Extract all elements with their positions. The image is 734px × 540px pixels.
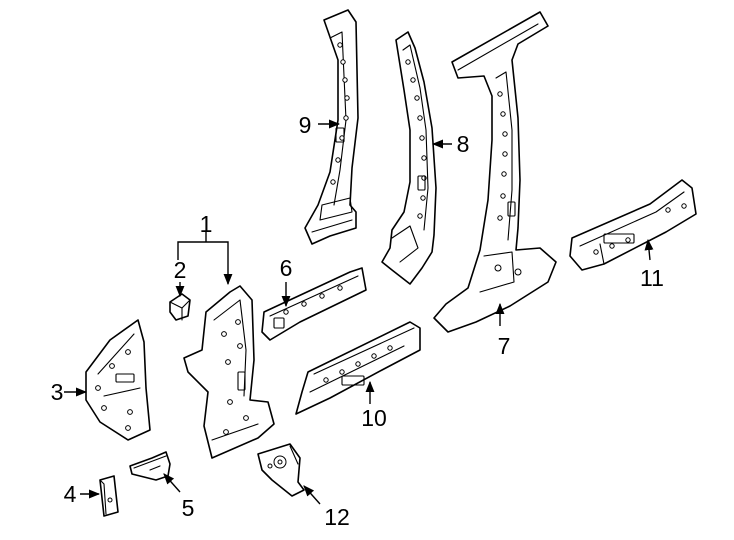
leader-11 xyxy=(644,238,654,261)
part-5 xyxy=(129,451,171,481)
callout-1: 1 xyxy=(200,211,213,237)
callout-12: 12 xyxy=(324,504,350,530)
part-10 xyxy=(295,321,421,415)
leader-lines xyxy=(64,119,654,505)
part-4 xyxy=(99,475,119,517)
part-8 xyxy=(381,31,437,285)
leader-12 xyxy=(303,485,321,505)
callout-7: 7 xyxy=(498,333,511,359)
part-12 xyxy=(257,443,305,497)
callout-8: 8 xyxy=(457,131,470,157)
part-6 xyxy=(261,267,367,341)
leader-1 xyxy=(177,241,233,286)
callout-4: 4 xyxy=(64,481,77,507)
part-7 xyxy=(433,11,557,333)
callout-labels: 1 2 3 4 5 6 7 8 9 10 11 12 xyxy=(51,112,664,530)
part-9 xyxy=(304,9,359,245)
part-2 xyxy=(169,293,191,321)
callout-6: 6 xyxy=(280,255,293,281)
part-1 xyxy=(183,285,275,459)
callout-5: 5 xyxy=(182,495,195,521)
callout-11: 11 xyxy=(640,265,664,291)
callout-10: 10 xyxy=(361,405,387,431)
part-3 xyxy=(85,319,151,441)
leader-5 xyxy=(163,473,181,493)
callout-3: 3 xyxy=(51,379,64,405)
callout-2: 2 xyxy=(174,257,187,283)
callout-9: 9 xyxy=(299,112,312,138)
part-11 xyxy=(569,179,697,271)
